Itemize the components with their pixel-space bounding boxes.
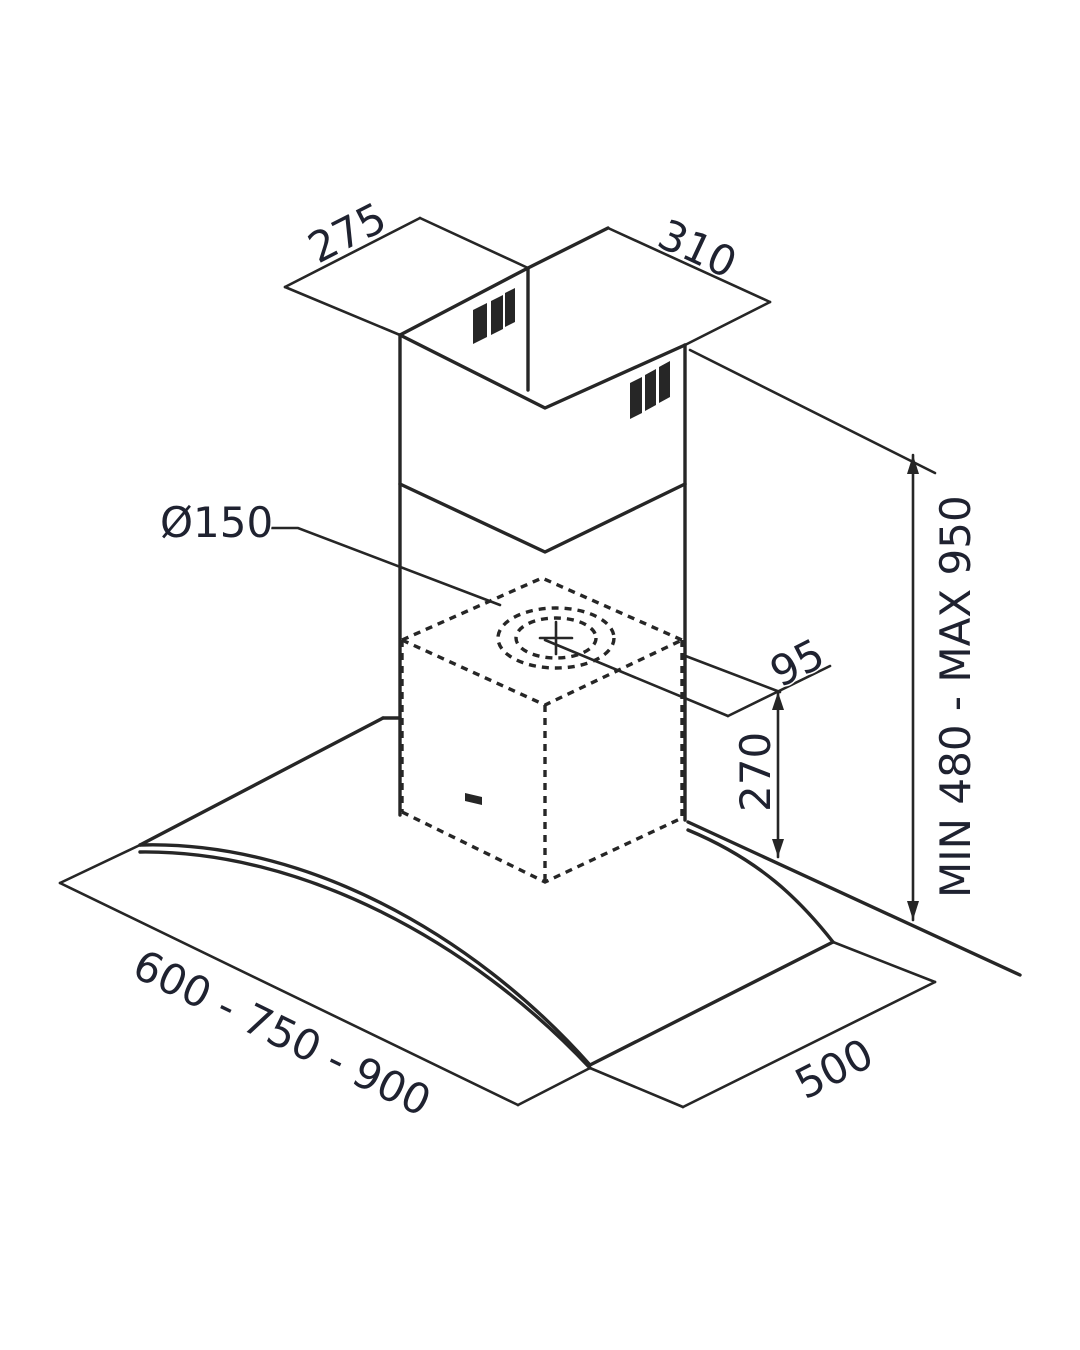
- dimension-hood-width-line: [58, 843, 592, 1107]
- chimney-body: [398, 333, 687, 822]
- label-hood-depth: 500: [787, 1029, 881, 1109]
- motor-indicator-led: [465, 793, 482, 805]
- dimension-hood-depth-line: [588, 940, 937, 1109]
- label-height-range: MIN 480 - MAX 950: [931, 495, 980, 898]
- hood-canopy: [138, 716, 1022, 1070]
- chimney-top-opening: [398, 226, 687, 410]
- label-hood-width: 600 - 750 - 900: [126, 940, 439, 1126]
- label-chimney-depth: 275: [300, 193, 394, 273]
- dimension-270-line: [772, 690, 784, 859]
- dimension-310-line: [606, 226, 772, 347]
- motor-box-hidden-lines: [400, 576, 684, 884]
- dimension-height-range-line: [688, 348, 937, 922]
- label-outlet-offset: 95: [762, 629, 832, 697]
- label-motor-height: 270: [731, 732, 780, 812]
- dimension-95-line: [543, 638, 832, 718]
- label-chimney-width: 310: [651, 210, 744, 288]
- dimension-275-line: [283, 216, 530, 337]
- vent-slots-right: [630, 361, 670, 419]
- outlet-diameter-leader: [270, 526, 502, 607]
- vent-slots-left: [473, 288, 515, 344]
- label-outlet-diameter: Ø150: [160, 498, 273, 547]
